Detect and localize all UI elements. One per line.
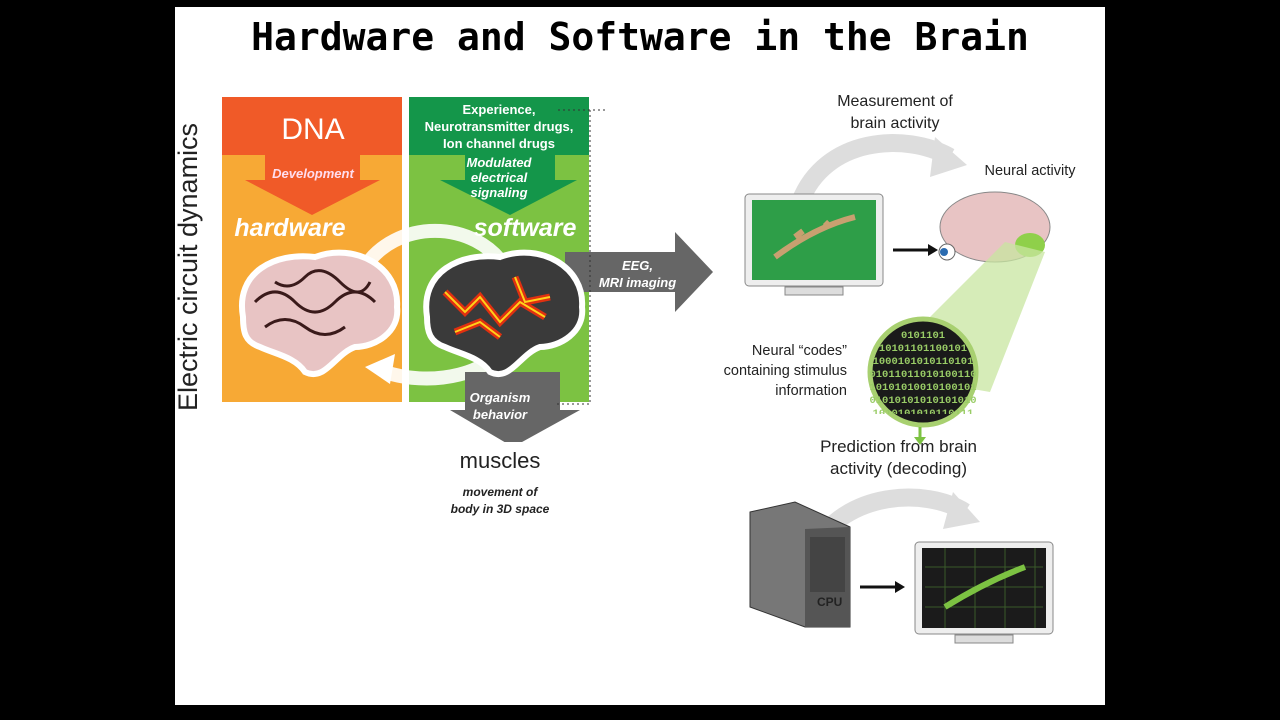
hardware-brain-icon	[238, 249, 401, 378]
software-brain-icon	[423, 249, 586, 378]
muscles-label: muscles	[459, 448, 541, 473]
dna-label: DNA	[281, 113, 345, 146]
hardware-software-graphic	[222, 97, 713, 442]
side-label: Electric circuit dynamics	[173, 122, 203, 411]
neural-activity-label: Neural activity	[984, 163, 1076, 179]
modulated-arrow	[440, 155, 577, 215]
cycle-arrow	[365, 354, 395, 384]
hardware-label: hardware	[234, 214, 346, 242]
software-label: software	[473, 214, 577, 242]
cpu-label: CPU	[817, 595, 843, 609]
binary-lens	[867, 316, 979, 428]
eeg-arrow	[565, 232, 713, 312]
monitor-icon	[744, 193, 884, 296]
slide-title: Hardware and Software in the Brain	[251, 15, 1029, 59]
behavior-arrow	[450, 372, 580, 442]
slide: Hardware and Software in the Brain Elect…	[173, 7, 1105, 705]
inputs-label: Experience,Neurotransmitter drugs,Ion ch…	[424, 102, 574, 151]
eeg-label: EEG,MRI imaging	[598, 258, 677, 290]
decoding-graphic	[744, 134, 1054, 644]
development-label: Development	[272, 166, 354, 181]
cpu-tower-icon	[749, 501, 851, 628]
development-arrow	[245, 155, 380, 215]
decoded-monitor-icon	[914, 541, 1054, 644]
arrow-icon	[928, 244, 938, 256]
